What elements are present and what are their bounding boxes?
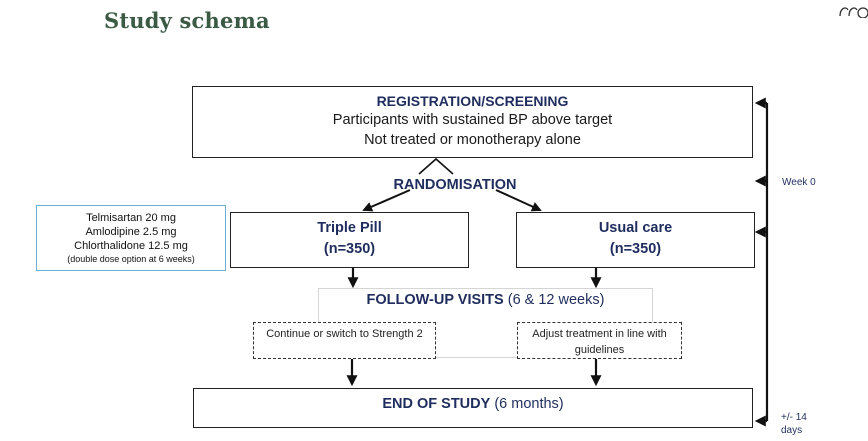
followup-heading: FOLLOW-UP VISITS: [366, 292, 504, 308]
drug-telmisartan: Telmisartan 20 mg: [86, 212, 176, 224]
timeline-window-label: +/- 14 days: [781, 412, 807, 436]
drug-chlorthalidone: Chlorthalidone 12.5 mg: [74, 240, 188, 252]
registration-box: REGISTRATION/SCREENING Participants with…: [192, 86, 753, 158]
randomisation-label: RANDOMISATION: [393, 177, 517, 193]
arm-triple-pill: Triple Pill (n=350): [230, 212, 469, 268]
arm-title: Triple Pill: [317, 220, 382, 236]
arm-title: Usual care: [598, 220, 673, 236]
registration-criteria-1: Participants with sustained BP above tar…: [332, 112, 613, 128]
dose-option-note: (double dose option at 6 weeks): [67, 254, 195, 264]
triple-pill-composition-box: Telmisartan 20 mg Amlodipine 2.5 mg Chlo…: [36, 205, 226, 271]
action-usual-care: Adjust treatment in line with guidelines: [517, 322, 682, 359]
registration-criteria-2: Not treated or monotherapy alone: [364, 132, 581, 148]
end-timing: (6 months): [490, 396, 564, 412]
logo-icon: [838, 2, 868, 18]
registration-heading: REGISTRATION/SCREENING: [376, 93, 569, 109]
timeline-week0-label: Week 0: [782, 177, 816, 188]
arm-count: (n=350): [609, 241, 662, 257]
followup-visits-label: FOLLOW-UP VISITS (6 & 12 weeks): [318, 292, 653, 308]
end-heading: END OF STUDY: [382, 396, 491, 412]
drug-amlodipine: Amlodipine 2.5 mg: [85, 226, 177, 238]
page-title: Study schema: [104, 8, 270, 33]
arm-count: (n=350): [323, 241, 376, 257]
followup-timing: (6 & 12 weeks): [503, 292, 605, 308]
arm-usual-care: Usual care (n=350): [516, 212, 755, 268]
action-triple-pill: Continue or switch to Strength 2: [253, 322, 436, 359]
end-of-study-box: END OF STUDY (6 months): [193, 388, 753, 428]
